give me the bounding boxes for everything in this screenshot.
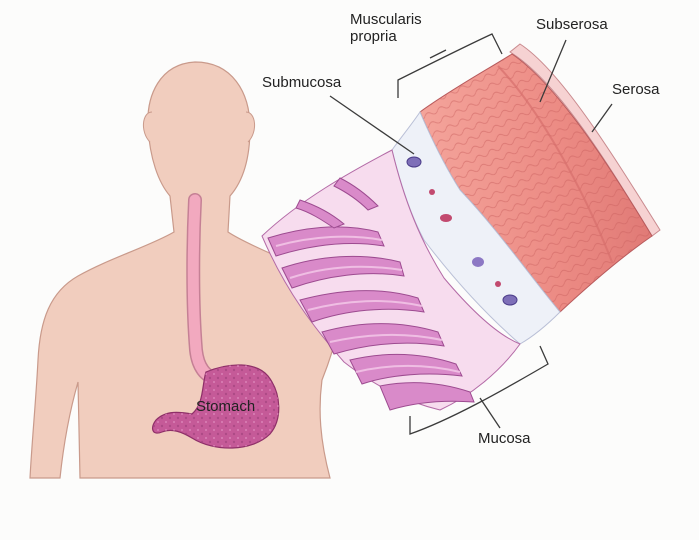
muscularis-label-line2: propria [350,28,422,45]
mucosa-pointer [480,398,500,428]
subserosa-label: Subserosa [536,16,608,33]
serosa-label: Serosa [612,81,660,98]
stomach-label: Stomach [196,398,255,415]
mucosa-label: Mucosa [478,430,531,447]
serosa-pointer [592,104,612,132]
submucosa-pointer [330,96,414,154]
muscularis-propria-label: Muscularis propria [350,11,422,45]
submucosa-label: Submucosa [262,74,341,91]
muscularis-label-line1: Muscularis [350,11,422,28]
